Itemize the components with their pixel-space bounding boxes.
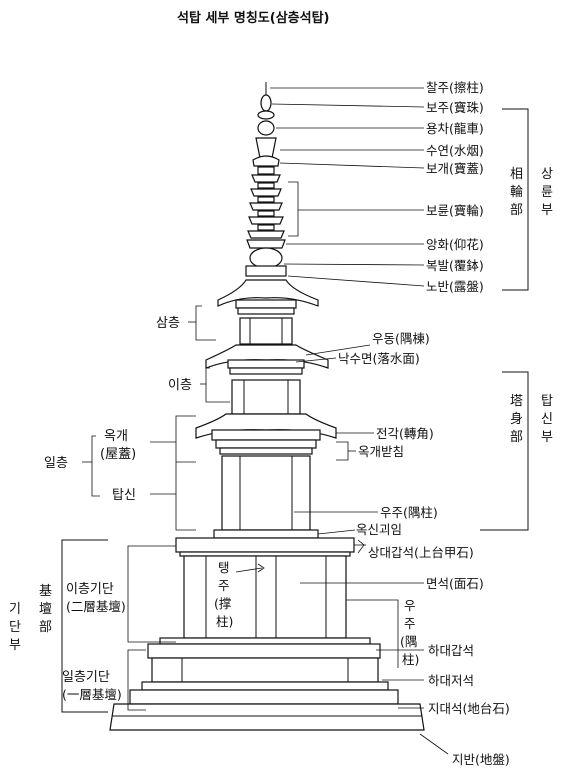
label-gidanbu-2: 단: [9, 620, 21, 635]
label-udong: 우동(隅棟): [372, 331, 430, 346]
label-tapsin-left: 탑신: [112, 488, 136, 503]
label-tapsin-hanja-3: 部: [510, 430, 523, 445]
label-okgaebatchim: 옥개받침: [358, 444, 404, 459]
label-ujoo2-4: 柱): [402, 652, 419, 667]
label-chaljoo: 찰주(擦柱): [426, 80, 484, 95]
label-ujoo2-1: 우: [404, 598, 416, 613]
right-section-labels: 相 輪 部 상 륜 부 塔 身 部 탑 신 부: [510, 167, 553, 445]
label-okgae-hanja: (屋蓋): [100, 447, 136, 462]
diagram-title: 석탑 세부 명칭도(삼층석탑): [177, 10, 330, 26]
label-icheung-gidan-hanja: (二層基壇): [66, 599, 126, 614]
label-tapsin-hanja-2: 身: [510, 411, 523, 427]
label-bojoo: 보주(寶珠): [426, 100, 484, 115]
label-gidanbu-1: 기: [9, 602, 21, 617]
label-samcheung: 삼층: [156, 316, 180, 331]
label-oksingoeim: 옥신괴임: [356, 522, 402, 537]
label-yongcha: 용차(龍車): [426, 121, 484, 136]
label-hadaegapseok: 하대갑석: [428, 643, 474, 658]
label-jeongak: 전각(轉角): [376, 426, 434, 441]
label-tapsin-hanja-1: 塔: [510, 394, 523, 409]
label-giban-hanja-2: 壇: [39, 601, 52, 617]
left-labels: 삼층 이층 일층 옥개 (屋蓋) 탑신 이층기단 (二層基壇) 일층기단 (一層…: [9, 316, 192, 702]
label-tapsinbu-1: 탑: [541, 394, 553, 409]
label-anghwa: 앙화(仰花): [426, 237, 484, 252]
label-myeonseok: 면석(面石): [426, 576, 484, 591]
label-jiban: 지반(地盤): [452, 752, 510, 767]
label-sangryunbu-2: 륜: [541, 185, 553, 200]
label-sangryunbu-3: 부: [541, 203, 553, 218]
label-tapsinbu-3: 부: [541, 430, 553, 445]
label-ujoo2-3: (隅: [400, 634, 417, 649]
label-jidaeseok: 지대석(地台石): [428, 701, 510, 716]
label-gidanbu-3: 부: [9, 638, 21, 653]
label-ujoo: 우주(隅柱): [380, 505, 438, 520]
label-tapsinbu-2: 신: [541, 412, 553, 427]
taengjoo-label: 탱 주 (撑 柱): [214, 560, 265, 629]
right-labels: 찰주(擦柱) 보주(寶珠) 용차(龍車) 수연(水烟) 보개(寶蓋) 보륜(寶輪…: [338, 80, 510, 767]
label-boryun: 보륜(寶輪): [426, 203, 484, 218]
label-icheung: 이층: [168, 378, 192, 393]
left-leaders: [61, 305, 230, 713]
label-sangdaegapseok: 상대갑석(上台甲石): [368, 545, 474, 560]
label-naksumyeon: 낙수면(落水面): [338, 351, 420, 366]
label-okgae: 옥개: [104, 429, 128, 444]
label-suyeon: 수연(水烟): [426, 143, 484, 158]
label-taengjoo-4: 柱): [216, 614, 233, 629]
label-sangryunbu-1: 상: [541, 167, 553, 182]
label-taengjoo-1: 탱: [218, 560, 230, 575]
label-noban: 노반(露盤): [426, 279, 484, 294]
label-hadaejeoseok: 하대저석: [428, 673, 474, 688]
label-bogae: 보개(寶蓋): [426, 161, 484, 176]
label-giban-hanja-3: 部: [39, 620, 52, 635]
label-sangryun-hanja-1: 相: [510, 167, 523, 182]
pagoda-drawing: [109, 82, 425, 731]
label-taengjoo-3: (撑: [214, 596, 232, 611]
label-sangryun-hanja-3: 部: [510, 203, 523, 218]
label-ujoo2-2: 주: [404, 616, 416, 631]
label-sangryun-hanja-2: 輪: [510, 184, 523, 200]
label-ilcheung-gidan-hanja: (一層基壇): [62, 687, 122, 702]
label-icheung-gidan: 이층기단: [66, 582, 114, 597]
right-leaders: [270, 87, 529, 755]
label-bokbal: 복발(覆鉢): [426, 258, 484, 273]
label-ilcheung: 일층: [44, 456, 68, 471]
label-taengjoo-2: 주: [218, 578, 230, 593]
label-giban-hanja-1: 基: [39, 584, 52, 599]
label-ilcheung-gidan: 일층기단: [62, 670, 110, 685]
